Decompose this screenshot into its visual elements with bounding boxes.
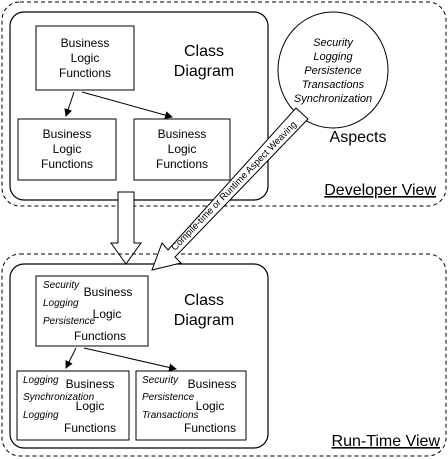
runtime-right-word-3: Functions (184, 421, 236, 435)
developer-right-class-box (133, 118, 231, 181)
developer-root-line3: Functions (59, 66, 111, 80)
aspect-item-4: Transactions (302, 79, 365, 91)
developer-left-line2: Logic (53, 142, 82, 156)
runtime-right-word-2: Logic (196, 399, 225, 413)
developer-view-label: Developer View (324, 182, 436, 199)
aspects-label: Aspects (330, 129, 387, 146)
runtime-right-aspect-3: Transactions (142, 410, 199, 421)
developer-arrow-to-left (64, 91, 75, 117)
runtime-arrow-to-left (65, 347, 77, 369)
developer-right-line3: Functions (156, 157, 208, 171)
runtime-left-class-box (16, 370, 130, 441)
developer-right-line2: Logic (168, 142, 197, 156)
runtime-right-aspect-2: Persistence (142, 392, 195, 403)
runtime-left-aspect-2: Synchronization (23, 392, 95, 403)
developer-left-line3: Functions (41, 157, 93, 171)
runtime-arrow-to-right (83, 347, 177, 372)
developer-class-diagram-title-line1: Class (184, 43, 224, 60)
runtime-root-aspect-1: Security (43, 280, 80, 291)
developer-root-line2: Logic (71, 51, 100, 65)
developer-root-line1: Business (61, 36, 110, 50)
runtime-view-label: Run-Time View (332, 433, 441, 450)
transform-down-arrow (110, 191, 142, 265)
runtime-right-class-box (135, 370, 247, 441)
runtime-left-word-2: Logic (76, 399, 105, 413)
aspect-item-5: Synchronization (294, 93, 372, 105)
developer-class-diagram-title-line2: Diagram (174, 63, 234, 80)
runtime-class-diagram-title-line1: Class (184, 292, 224, 309)
aspect-item-1: Security (313, 37, 354, 49)
runtime-root-word-3: Functions (74, 329, 126, 343)
aspects-ellipse (277, 11, 389, 129)
runtime-left-aspect-1: Logging (23, 375, 59, 386)
runtime-left-aspect-3: Logging (23, 410, 59, 421)
aspect-item-2: Logging (313, 51, 353, 63)
aspect-item-3: Persistence (304, 65, 361, 77)
runtime-root-class-box (35, 275, 149, 347)
runtime-left-word-3: Functions (64, 421, 116, 435)
runtime-root-word-1: Business (84, 285, 133, 299)
developer-left-line1: Business (43, 127, 92, 141)
developer-left-class-box (17, 118, 117, 181)
runtime-left-word-1: Business (66, 377, 115, 391)
developer-root-class-box (35, 25, 135, 91)
developer-arrow-to-right (81, 91, 173, 119)
runtime-class-diagram-title-line2: Diagram (174, 312, 234, 329)
runtime-right-word-1: Business (188, 377, 237, 391)
runtime-root-aspect-3: Persistence (43, 316, 96, 327)
runtime-root-aspect-2: Logging (43, 298, 79, 309)
runtime-right-aspect-1: Security (142, 375, 179, 386)
developer-right-line1: Business (158, 127, 207, 141)
runtime-view-region (1, 253, 447, 457)
runtime-root-word-2: Logic (93, 307, 122, 321)
